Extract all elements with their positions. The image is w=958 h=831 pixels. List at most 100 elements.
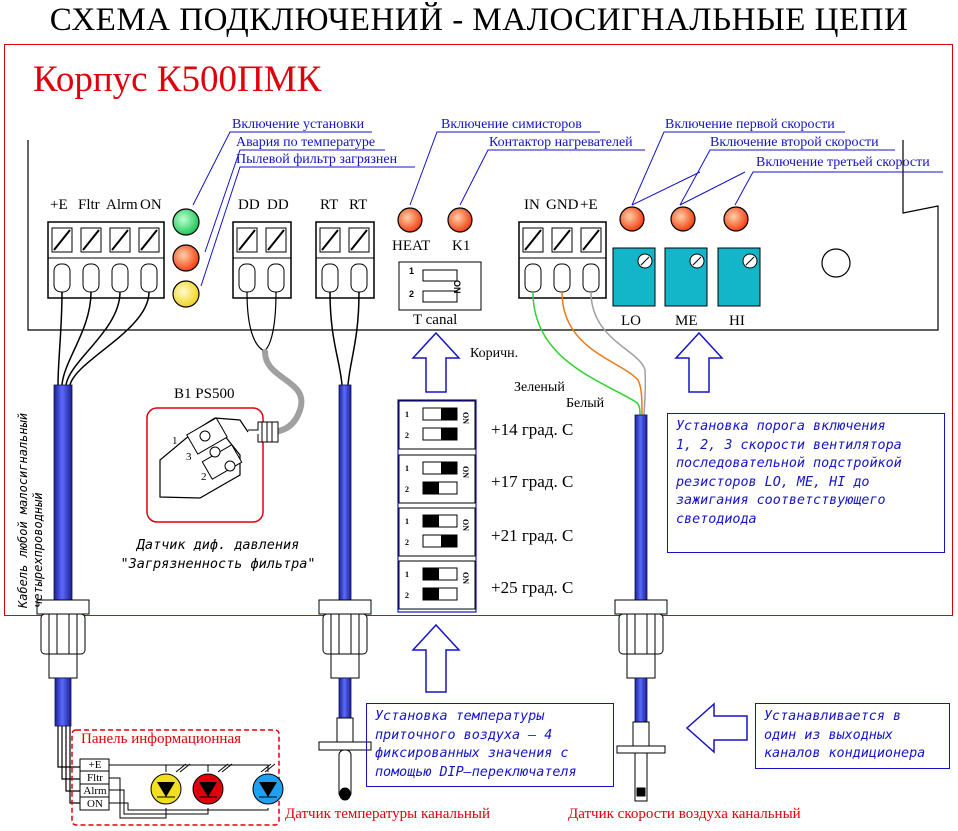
- arrow-left-output: [685, 702, 748, 754]
- status-leds: [172, 206, 749, 308]
- term-label-rt1: RT: [320, 197, 339, 213]
- dip-number: 1: [405, 464, 409, 473]
- panel-term-on: ON: [87, 798, 103, 810]
- cable-glands: [36, 599, 668, 679]
- cable-temperature: [338, 384, 352, 608]
- wire-label-green: Зеленый: [514, 380, 565, 395]
- led-k1: [447, 207, 473, 233]
- speed-note-line3: последовательной подстройкой: [676, 456, 902, 471]
- dip-number: 1: [405, 410, 409, 419]
- resistor-label-hi: HI: [729, 313, 745, 329]
- pressure-sensor: [146, 407, 279, 523]
- dip-switch-off: [423, 588, 439, 600]
- dip-on-mark: ON: [461, 572, 470, 584]
- dip-settings-frame: [397, 399, 477, 613]
- case-title: Корпус К500ПМК: [33, 59, 322, 100]
- dip-switch-board: [398, 261, 482, 311]
- terminal-block-dd: [232, 221, 292, 299]
- arrow-up-resistors: [674, 331, 724, 393]
- cable-speed: [634, 414, 648, 608]
- board-dip-2: 2: [409, 289, 415, 299]
- term-label-on: ON: [140, 197, 162, 213]
- board-dip-1: 1: [409, 266, 415, 276]
- led-yellow-filter: [172, 280, 200, 308]
- relay-label-heat: HEAT: [392, 238, 431, 254]
- info-panel: [71, 729, 284, 826]
- temp-note-line1: Установка температуры: [375, 709, 545, 724]
- temperature-note: Установка температуры приточного воздуха…: [366, 703, 614, 787]
- term-label-e2: +E: [580, 197, 598, 213]
- dip-on-mark: ON: [461, 519, 470, 531]
- dip-number: 1: [405, 517, 409, 526]
- dip-switch-on: [441, 535, 457, 547]
- arrow-up-dip: [411, 623, 461, 693]
- cable-caption-line1: Кабель любой малосигнальный: [16, 412, 30, 608]
- sensor-pin-2: 2: [201, 471, 207, 483]
- speed-note-line5: зажигания соответствующего: [676, 493, 886, 508]
- cable-caption-line2: четырехпроводный: [31, 492, 45, 608]
- hint-arrows: [411, 331, 748, 754]
- board-outline: [27, 140, 939, 331]
- controller-case: [4, 44, 953, 616]
- label-speed-1: Включение первой скорости: [665, 117, 835, 132]
- tcanal-label: T canal: [413, 312, 458, 328]
- output-note-line3: каналов кондиционера: [764, 746, 926, 761]
- dip-switch-off: [423, 515, 439, 527]
- speed-probe: [616, 721, 666, 802]
- board-dip-on: ON: [452, 280, 462, 294]
- temp-note-line3: фиксированных значения с: [375, 746, 569, 761]
- term-label-e: +E: [50, 197, 68, 213]
- sensor-pin-3: 3: [186, 451, 192, 463]
- panel-term-alrm: Alrm: [83, 785, 107, 797]
- term-label-in: IN: [524, 197, 540, 213]
- dip-on-mark: ON: [461, 466, 470, 478]
- panel-term-fltr: Fltr: [87, 772, 103, 784]
- output-note-line2: один из выходных: [764, 727, 893, 743]
- led-speed-2: [670, 206, 696, 232]
- dip-value-17: +17 град. С: [491, 472, 574, 491]
- temp-note-line4: помощью DIP–переключателя: [375, 764, 577, 780]
- dip-number: 2: [405, 431, 409, 440]
- speed-note-line6: светодиода: [676, 511, 757, 527]
- cable-left-lower: [54, 677, 72, 727]
- cable-speed-lower: [634, 677, 648, 723]
- terminal-block-speed: [518, 221, 607, 299]
- output-channel-note: Устанавливается в один из выходных канал…: [755, 703, 950, 769]
- led-green-power: [172, 208, 200, 236]
- panel-wires: [57, 726, 80, 804]
- output-note-line1: Устанавливается в: [764, 709, 902, 724]
- dip-number: 1: [405, 570, 409, 579]
- dip-switch-on: [441, 462, 457, 474]
- terminal-block-main: [47, 221, 165, 299]
- speed-note-line1: Установка порога включения: [676, 419, 886, 434]
- label-filter-dirty: Пылевой фильтр загрязнен: [236, 152, 398, 167]
- label-temp-alarm: Авария по температуре: [236, 135, 376, 150]
- dd-wires: [246, 291, 305, 435]
- trimmer-resistors: [612, 247, 761, 307]
- leader-lines: [192, 131, 943, 287]
- terminal-block-rt: [315, 221, 375, 299]
- dip-number: 2: [405, 485, 409, 494]
- panel-title: Панель информационная: [81, 731, 242, 747]
- wire-label-brown: Коричн.: [470, 346, 519, 361]
- dip-number: 2: [405, 591, 409, 600]
- dip-on-mark: ON: [461, 412, 470, 424]
- dip-value-14: +14 град. С: [491, 420, 574, 439]
- terminal-blocks: [47, 221, 607, 299]
- cable-temp-lower: [338, 677, 352, 719]
- label-system-on: Включение установки: [232, 117, 365, 132]
- diagram-title: СХЕМА ПОДКЛЮЧЕНИЙ - МАЛОСИГНАЛЬНЫЕ ЦЕПИ: [49, 2, 909, 38]
- term-label-rt2: RT: [349, 197, 368, 213]
- led-heat: [397, 207, 423, 233]
- dip-value-21: +21 град. С: [491, 526, 574, 545]
- dip-switch-off: [423, 568, 439, 580]
- panel-term-e: +E: [88, 759, 102, 771]
- rt-wires: [329, 291, 360, 386]
- temp-note-line2: приточного воздуха – 4: [375, 727, 553, 743]
- label-heater-contactor: Контактор нагревателей: [489, 135, 633, 150]
- label-speed-3: Включение третьей скорости: [756, 155, 930, 170]
- label-triac-on: Включение симисторов: [441, 117, 582, 132]
- temp-sensor-caption: Датчик температуры канальный: [285, 806, 491, 822]
